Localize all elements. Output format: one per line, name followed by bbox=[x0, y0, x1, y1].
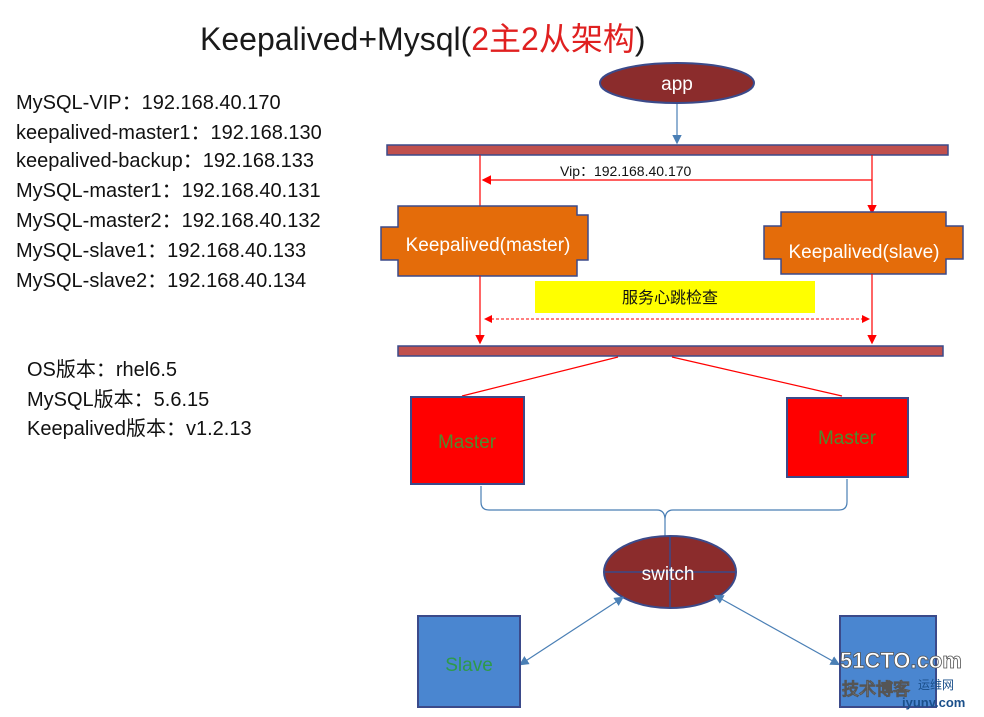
connector-bar-master-left bbox=[461, 356, 619, 397]
version-mysql: MySQL版本：5.6.15 bbox=[27, 389, 210, 411]
keepalived-master-node bbox=[380, 205, 589, 277]
bottom-network-bar bbox=[397, 345, 944, 357]
heartbeat-box bbox=[535, 281, 815, 313]
switch-slave-right-arrow bbox=[713, 594, 841, 666]
version-keepalived: Keepalived版本：v1.2.13 bbox=[27, 418, 252, 440]
watermark-site: 51CTO.com bbox=[840, 648, 962, 673]
title-prefix: Keepalived+Mysql( bbox=[200, 21, 472, 57]
version-os: OS版本：rhel6.5 bbox=[27, 359, 178, 381]
master-right-node bbox=[786, 397, 909, 478]
master-right-label: Master bbox=[818, 428, 877, 449]
slave-left-node bbox=[417, 615, 521, 708]
host-keepalived-backup: keepalived-backup：192.168.133 bbox=[16, 150, 314, 172]
slave-left-label: Slave bbox=[445, 655, 493, 676]
host-keepalived-master1: keepalived-master1：192.168.130 bbox=[16, 122, 322, 144]
switch-label: switch bbox=[642, 564, 695, 585]
host-mysql-master2: MySQL-master2：192.168.40.132 bbox=[16, 210, 321, 232]
watermark-tag: 运维网 bbox=[918, 678, 954, 692]
host-mysql-slave1: MySQL-slave1：192.168.40.133 bbox=[16, 240, 307, 262]
host-vip: MySQL-VIP：192.168.40.170 bbox=[16, 92, 281, 114]
master-left-node bbox=[410, 396, 525, 485]
master-brace bbox=[480, 479, 848, 521]
watermark-domain: iyunv.com bbox=[902, 695, 965, 710]
title-suffix: ) bbox=[634, 21, 646, 57]
diagram-title: Keepalived+Mysql(2主2从架构) bbox=[200, 14, 646, 60]
host-mysql-master1: MySQL-master1：192.168.40.131 bbox=[16, 180, 321, 202]
switch-slave-left-arrow bbox=[518, 596, 625, 666]
app-node bbox=[599, 62, 755, 104]
title-emphasis: 2主2从架构 bbox=[471, 21, 635, 57]
host-mysql-slave2: MySQL-slave2：192.168.40.134 bbox=[16, 270, 307, 292]
top-network-bar bbox=[386, 144, 949, 156]
app-label: app bbox=[661, 74, 693, 95]
keepalived-slave-node bbox=[763, 211, 964, 275]
heartbeat-label: 服务心跳检查 bbox=[622, 289, 718, 307]
keepalived-slave-label: Keepalived(slave) bbox=[788, 242, 939, 263]
connector-bar-master-right bbox=[671, 356, 843, 397]
slave-right-node bbox=[839, 615, 937, 708]
master-left-label: Master bbox=[438, 432, 497, 453]
vip-label: Vip：192.168.40.170 bbox=[560, 163, 692, 179]
watermark-blog: 技术博客 bbox=[842, 679, 911, 699]
keepalived-master-label: Keepalived(master) bbox=[406, 235, 571, 256]
